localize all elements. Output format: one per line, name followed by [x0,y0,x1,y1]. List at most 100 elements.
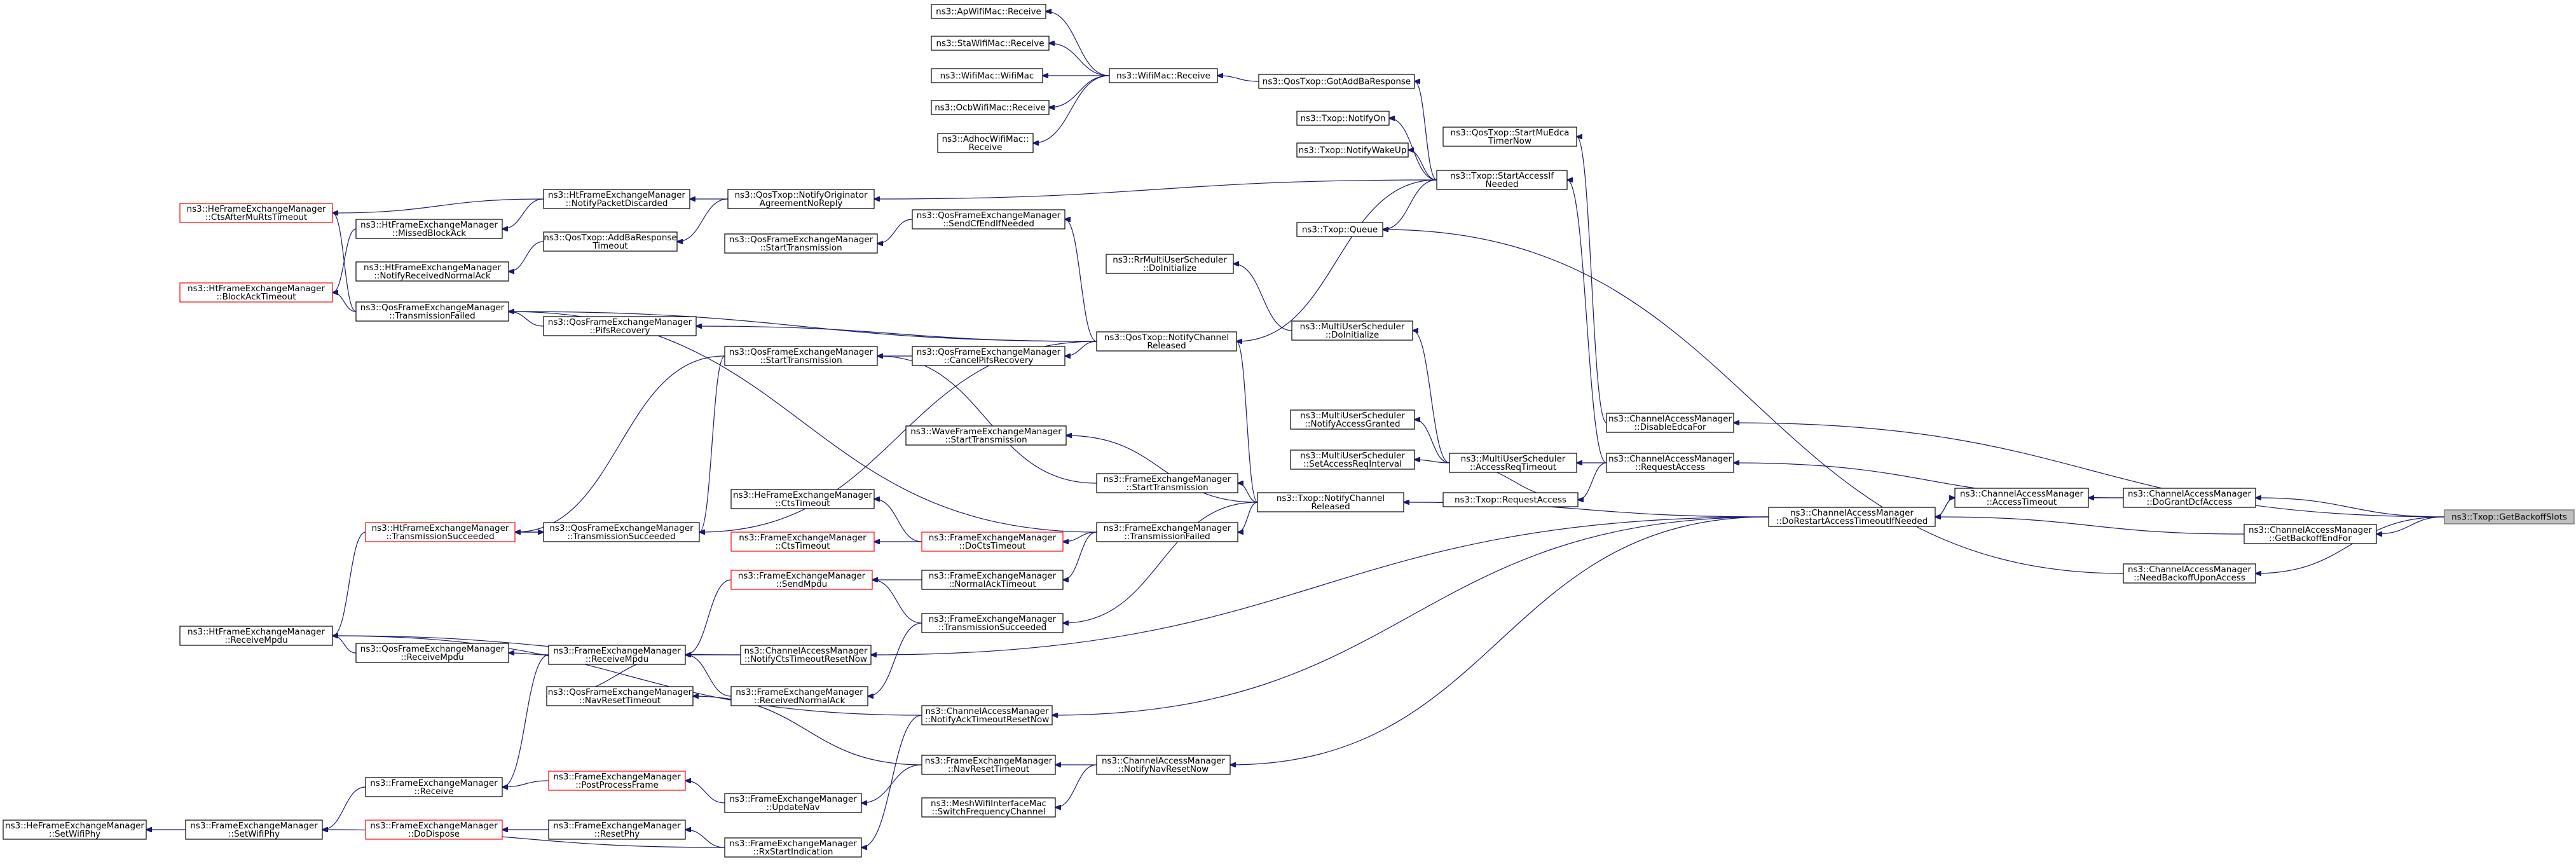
node-qos-notify-originator[interactable]: ns3::QosTxop::NotifyOriginatorAgreementN… [727,189,875,209]
edge-fem-rx-start-to-cam-notify-ack-timeout [861,715,922,847]
node-qfem-start-tx-b[interactable]: ns3::QosFrameExchangeManager::StartTrans… [724,346,878,366]
edge-cam-get-backoff-end-to-root [2376,516,2445,534]
node-fem-start-tx[interactable]: ns3::FrameExchangeManager::StartTransmis… [1096,473,1238,493]
node-label-line: ::StartTransmission [1126,483,1208,493]
node-he-cts-after-mu-rts[interactable]: ns3::HeFrameExchangeManager::CtsAfterMuR… [179,203,333,223]
node-stawifimac-receive[interactable]: ns3::StaWifiMac::Receive [931,36,1050,51]
edge-apwifimac-receive-to-wifimac-receive [1046,11,1110,76]
node-fem-nav-reset-timeout[interactable]: ns3::FrameExchangeManager::NavResetTimeo… [921,755,1056,775]
node-box [2123,488,2256,508]
node-fem-dodispose[interactable]: ns3::FrameExchangeManager::DoDispose [365,819,503,840]
node-qfem-receive-mpdu[interactable]: ns3::QosFrameExchangeManager::ReceiveMpd… [355,643,509,663]
node-label-line: ns3::FrameExchangeManager [1104,523,1231,533]
edge-fem-normal-ack-timeout-to-fem-tx-failed [1063,531,1097,580]
node-wifimac-wifimac[interactable]: ns3::WifiMac::WifiMac [931,68,1043,83]
node-label-line: ::SendMpdu [776,579,827,589]
node-cam-notify-ack-timeout[interactable]: ns3::ChannelAccessManager::NotifyAckTime… [921,705,1053,725]
node-mus-access-req-timeout[interactable]: ns3::MultiUserScheduler::AccessReqTimeou… [1449,453,1577,473]
node-label-line: ::CancelPifsRecovery [944,355,1034,366]
node-txop-request-access[interactable]: ns3::Txop::RequestAccess [1442,492,1579,507]
node-fem-send-mpdu[interactable]: ns3::FrameExchangeManager::SendMpdu [730,570,873,590]
node-mus-set-access-req[interactable]: ns3::MultiUserScheduler::SetAccessReqInt… [1290,449,1415,470]
node-label-line: ::ResetPhy [594,829,640,839]
node-fem-tx-succeeded[interactable]: ns3::FrameExchangeManager::TransmissionS… [921,613,1064,633]
node-label-line: ::NeedBackoffUponAccess [2134,573,2245,583]
node-mus-doinit[interactable]: ns3::MultiUserScheduler::DoInitialize [1291,320,1413,341]
node-fem-update-nav[interactable]: ns3::FrameExchangeManager::UpdateNav [724,793,862,813]
node-fem-docts-timeout[interactable]: ns3::FrameExchangeManager::DoCtsTimeout [921,531,1064,552]
node-rr-doinit[interactable]: ns3::RrMultiUserScheduler::DoInitialize [1106,254,1234,274]
edge-qos-start-multi-edca-to-cam-disable-edca [1577,137,1607,423]
node-he-set-wifi-phy[interactable]: ns3::HeFrameExchangeManager::SetWifiPhy [3,819,147,840]
node-label-line: Released [1311,502,1350,512]
edge-rr-doinit-to-mus-doinit [1233,264,1292,331]
node-adhocwifimac-receive[interactable]: ns3::AdhocWifiMac::Receive [937,133,1034,153]
node-wave-start-tx[interactable]: ns3::WaveFrameExchangeManager::StartTran… [905,425,1067,446]
node-label-line: ::SetWifiPhy [49,829,100,839]
node-txop-notify-on[interactable]: ns3::Txop::NotifyOn [1296,111,1390,126]
node-box [548,771,686,791]
node-cam-get-backoff-end[interactable]: ns3::ChannelAccessManager::GetBackoffEnd… [2244,524,2377,544]
node-wifimac-receive[interactable]: ns3::WifiMac::Receive [1109,68,1218,83]
node-label-line: ns3::QosFrameExchangeManager [548,687,692,697]
node-ht-notify-packet-discarded[interactable]: ns3::HtFrameExchangeManager::NotifyPacke… [543,189,690,209]
node-fem-tx-failed[interactable]: ns3::FrameExchangeManager::TransmissionF… [1096,522,1238,542]
node-qfem-start-tx-a[interactable]: ns3::QosFrameExchangeManager::StartTrans… [724,233,878,254]
node-ht-notify-received-normal-ack[interactable]: ns3::HtFrameExchangeManager::NotifyRecei… [355,261,509,282]
node-ht-block-ack-timeout[interactable]: ns3::HtFrameExchangeManager::BlockAckTim… [179,282,333,303]
node-qos-got-addba[interactable]: ns3::QosTxop::GotAddBaResponse [1258,74,1415,89]
node-label-line: ns3::ChannelAccessManager [1608,454,1732,464]
node-txop-queue[interactable]: ns3::Txop::Queue [1296,222,1383,237]
edge-txop-notify-wakeup-to-txop-start-access [1408,150,1437,181]
node-qfem-cancel-pifs[interactable]: ns3::QosFrameExchangeManager::CancelPifs… [912,346,1065,366]
node-cam-request-access[interactable]: ns3::ChannelAccessManager::RequestAccess [1606,453,1734,473]
node-qfem-tx-succeeded[interactable]: ns3::QosFrameExchangeManager::Transmissi… [543,522,700,542]
node-ocbwifimac-receive[interactable]: ns3::OcbWifiMac::Receive [931,100,1050,115]
node-cam-do-restart[interactable]: ns3::ChannelAccessManager::DoRestartAcce… [1768,507,1936,527]
node-txop-notify-wakeup[interactable]: ns3::Txop::NotifyWakeUp [1296,142,1409,158]
node-root[interactable]: ns3::Txop::GetBackoffSlots [2444,509,2575,525]
node-cam-disable-edca[interactable]: ns3::ChannelAccessManager::DisableEdcaFo… [1606,413,1734,433]
node-qfem-send-cf-end[interactable]: ns3::QosFrameExchangeManager::SendCfEndI… [912,209,1065,230]
node-label-line: ns3::FrameExchangeManager [370,821,498,831]
node-cam-notify-cts-timeout[interactable]: ns3::ChannelAccessManager::NotifyCtsTime… [740,645,872,665]
node-label-line: ::NotifyAccessGranted [1305,419,1400,429]
node-fem-reset-phy[interactable]: ns3::FrameExchangeManager::ResetPhy [548,819,686,840]
node-qfem-nav-reset-timeout[interactable]: ns3::QosFrameExchangeManager::NavResetTi… [546,686,694,706]
node-ht-missed-block-ack[interactable]: ns3::HtFrameExchangeManager::MissedBlock… [355,219,503,239]
node-fem-set-wifi-phy[interactable]: ns3::FrameExchangeManager::SetWifiPhy [185,819,323,840]
node-mus-notify-granted[interactable]: ns3::MultiUserScheduler::NotifyAccessGra… [1290,409,1415,430]
node-label-line: ns3::Txop::RequestAccess [1455,495,1566,505]
edge-qos-got-addba-to-txop-start-access [1415,81,1437,181]
node-fem-receive[interactable]: ns3::FrameExchangeManager::Receive [365,777,503,797]
node-ht-tx-succeeded[interactable]: ns3::HtFrameExchangeManager::Transmissio… [365,522,516,542]
node-label-line: Released [1147,341,1186,351]
node-cam-notify-nav-reset[interactable]: ns3::ChannelAccessManager::NotifyNavRese… [1096,755,1231,775]
node-qfem-pifs-recovery[interactable]: ns3::QosFrameExchangeManager::PifsRecove… [543,316,697,336]
node-cam-need-backoff[interactable]: ns3::ChannelAccessManager::NeedBackoffUp… [2123,563,2256,584]
node-mesh-switch-freq[interactable]: ns3::MeshWifiInterfaceMac::SwitchFrequen… [921,797,1056,818]
node-qfem-tx-failed[interactable]: ns3::QosFrameExchangeManager::Transmissi… [355,301,509,322]
edge-qfem-start-tx-a-to-qfem-send-cf-end [877,219,913,243]
node-he-cts-timeout[interactable]: ns3::HeFrameExchangeManager::CtsTimeout [730,489,875,509]
node-label-line: ns3::Txop::NotifyOn [1300,114,1385,124]
node-apwifimac-receive[interactable]: ns3::ApWifiMac::Receive [931,4,1046,19]
node-label-line: ::CtsTimeout [776,541,830,551]
node-fem-received-normal-ack[interactable]: ns3::FrameExchangeManager::ReceivedNorma… [730,686,868,706]
node-fem-receive-mpdu[interactable]: ns3::FrameExchangeManager::ReceiveMpdu [548,645,686,665]
node-label-line: ns3::QosFrameExchangeManager [360,303,505,313]
node-fem-cts-timeout[interactable]: ns3::FrameExchangeManager::CtsTimeout [730,531,875,552]
node-cam-do-grant[interactable]: ns3::ChannelAccessManager::DoGrantDcfAcc… [2123,488,2256,508]
node-cam-access-timeout[interactable]: ns3::ChannelAccessManager::AccessTimeout [1954,488,2089,508]
node-fem-rx-start[interactable]: ns3::FrameExchangeManager::RxStartIndica… [724,837,862,858]
node-box [365,777,503,797]
node-ht-receive-mpdu[interactable]: ns3::HtFrameExchangeManager::ReceiveMpdu [179,626,333,646]
node-fem-normal-ack-timeout[interactable]: ns3::FrameExchangeManager::NormalAckTime… [921,570,1064,590]
node-fem-post-process[interactable]: ns3::FrameExchangeManager::PostProcessFr… [548,771,686,791]
edge-txop-queue-to-txop-start-access [1383,179,1437,230]
